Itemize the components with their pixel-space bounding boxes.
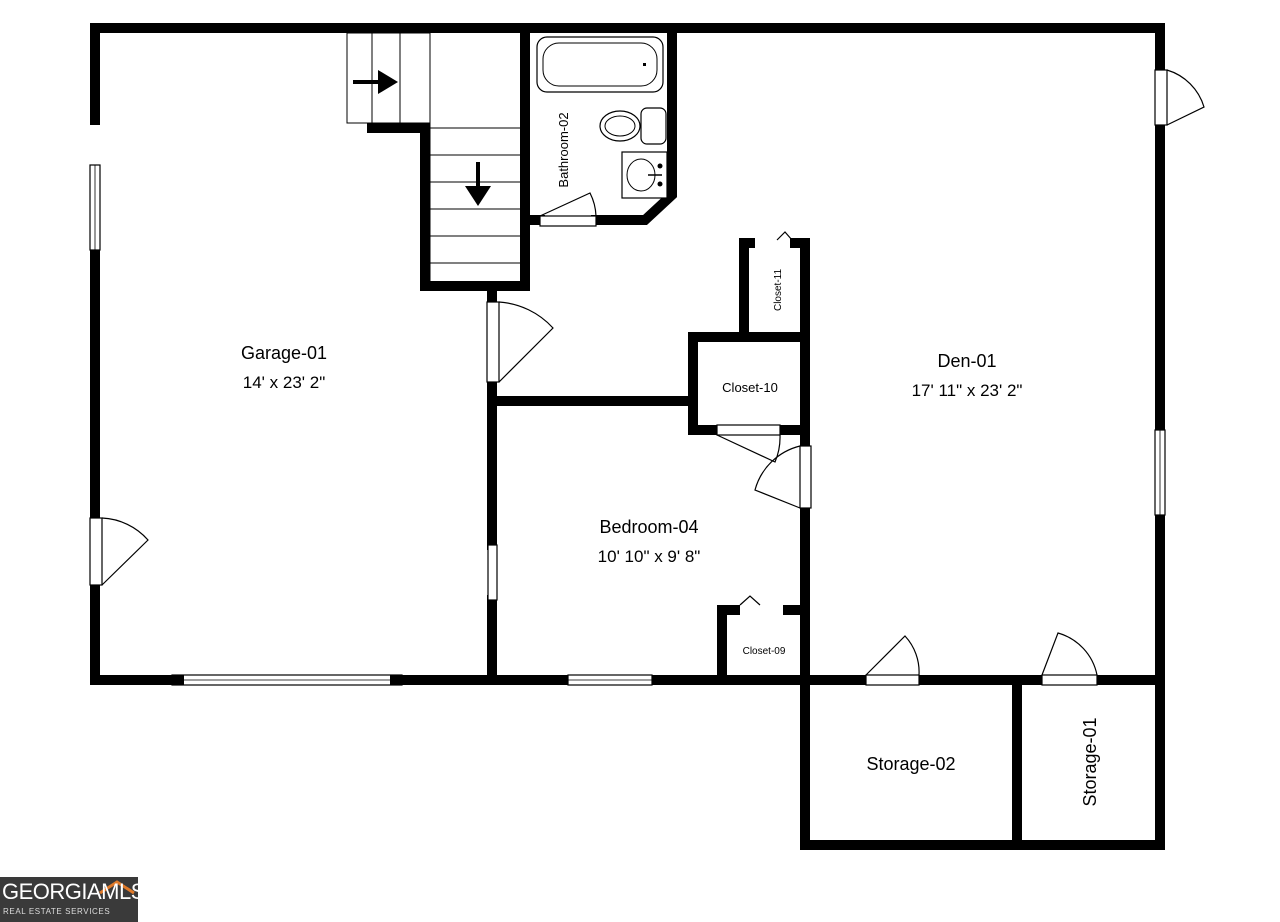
doors [89,69,1205,686]
stairs [346,32,520,281]
closet10-name: Closet-10 [722,380,778,395]
windows [89,164,1166,686]
closet11-name: Closet-11 [773,269,784,311]
bathroom-fixtures [536,36,668,199]
den-name: Den-01 [937,351,996,371]
storage01-name: Storage-01 [1080,717,1100,806]
arrow-right-icon [353,70,398,94]
storage02-name: Storage-02 [866,754,955,774]
bedroom-dims: 10' 10" x 9' 8" [598,547,701,566]
bedroom-name: Bedroom-04 [599,517,698,537]
garage-dims: 14' x 23' 2" [243,373,325,392]
closet09-name: Closet-09 [743,646,786,657]
garage-name: Garage-01 [241,343,327,363]
arrow-down-icon [465,162,491,206]
house-roof-icon [99,880,135,895]
room-labels: Garage-01 14' x 23' 2" Den-01 17' 11" x … [241,112,1100,806]
logo-subtext: REAL ESTATE SERVICES [3,907,111,916]
toilet-icon [599,107,667,145]
den-dims: 17' 11" x 23' 2" [912,381,1023,400]
georgia-mls-logo: GEORGIAMLS REAL ESTATE SERVICES [0,877,145,922]
sink-icon [621,151,668,199]
logo-text: GEORGIAMLS [2,879,145,904]
walls [90,23,1165,850]
bathroom-name: Bathroom-02 [556,112,571,187]
